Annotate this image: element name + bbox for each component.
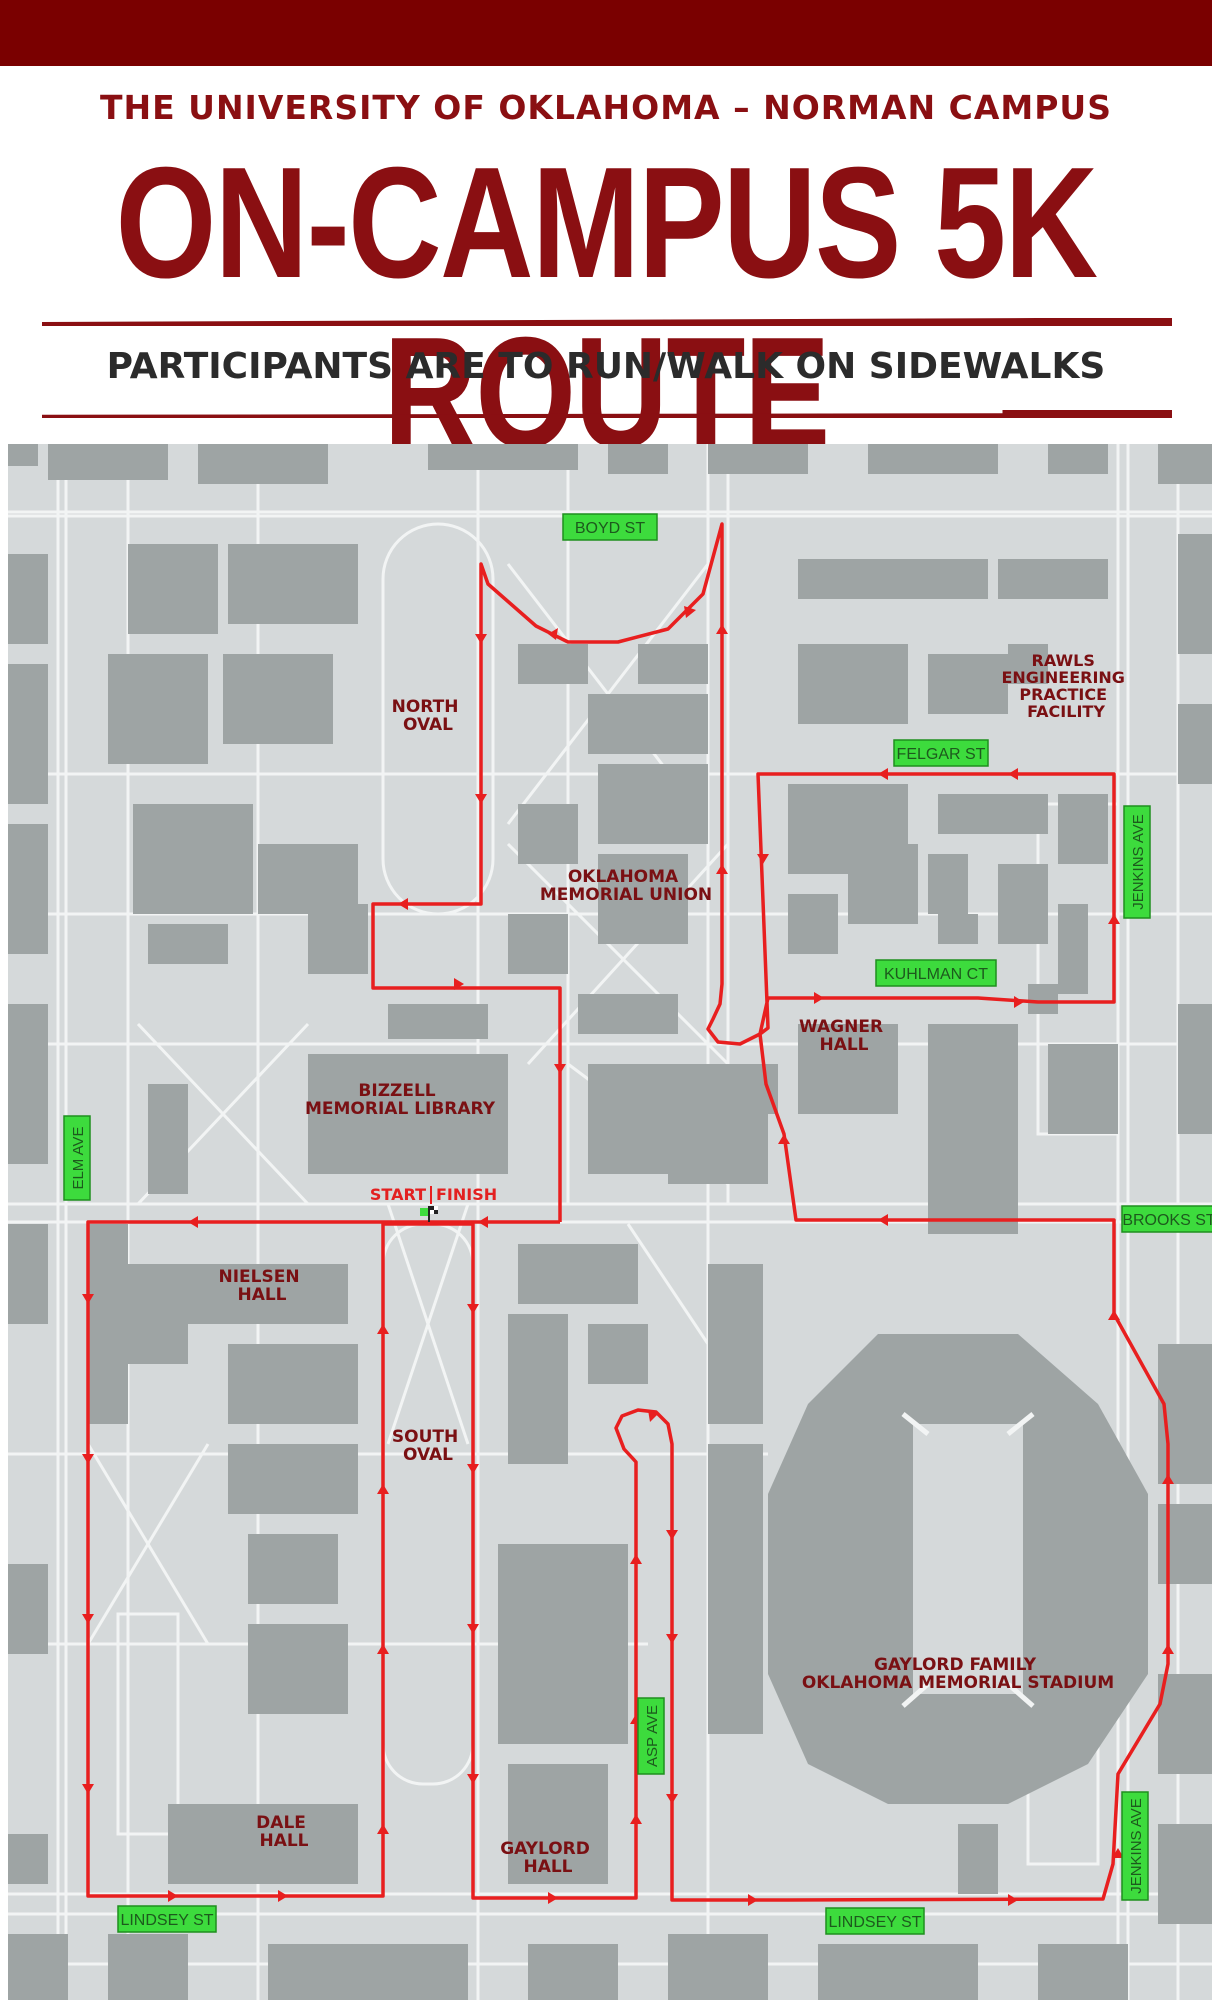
- route-5k: [82, 522, 1174, 1906]
- south-oval-label: SOUTH OVAL: [392, 1427, 464, 1465]
- brooks-st-sign: BROOKS ST: [1121, 1205, 1212, 1233]
- svg-text:JENKINS AVE: JENKINS AVE: [1130, 814, 1147, 910]
- svg-text:ELM AVE: ELM AVE: [70, 1126, 87, 1189]
- svg-text:BROOKS ST: BROOKS ST: [1122, 1212, 1212, 1229]
- route-arrows: [82, 606, 1174, 1906]
- wagner-label: WAGNER HALL: [799, 1017, 889, 1055]
- stadium-label: GAYLORD FAMILY OKLAHOMA MEMORIAL STADIUM: [802, 1655, 1114, 1693]
- union-label: OKLAHOMA MEMORIAL UNION: [540, 867, 712, 905]
- campus-map: NORTH OVAL RAWLS ENGINEERING PRACTICE FA…: [8, 444, 1212, 2000]
- stadium-field: [901, 1412, 1035, 1708]
- sidewalk-notice: PARTICIPANTS ARE TO RUN/WALK ON SIDEWALK…: [106, 346, 1106, 387]
- divider-bottom: [42, 410, 1172, 418]
- start-finish-marker: START FINISH: [370, 1185, 497, 1222]
- svg-text:KUHLMAN CT: KUHLMAN CT: [884, 966, 988, 983]
- route-line: [86, 522, 1170, 1902]
- bizzell-label: BIZZELL MEMORIAL LIBRARY: [305, 1081, 496, 1119]
- buildings: [8, 444, 1212, 2000]
- svg-text:FELGAR ST: FELGAR ST: [897, 746, 986, 763]
- svg-text:LINDSEY ST: LINDSEY ST: [120, 1912, 213, 1929]
- page-title: ON-CAMPUS 5K ROUTE: [115, 135, 1099, 481]
- dale-label: DALE HALL: [256, 1813, 312, 1851]
- boyd-st-sign: BOYD ST: [562, 513, 658, 541]
- divider-top: [42, 318, 1172, 326]
- north-oval-label: NORTH OVAL: [392, 697, 465, 735]
- svg-text:JENKINS AVE: JENKINS AVE: [1128, 1798, 1145, 1894]
- finish-label: FINISH: [436, 1185, 497, 1204]
- lindsey-st-west-sign: LINDSEY ST: [117, 1905, 217, 1933]
- svg-text:BOYD ST: BOYD ST: [575, 520, 645, 537]
- street-signs: BOYD ST FELGAR ST JENKINS AVE KUHLMAN CT…: [63, 513, 1212, 1935]
- svg-text:LINDSEY ST: LINDSEY ST: [828, 1914, 921, 1931]
- elm-ave-sign: ELM AVE: [63, 1115, 91, 1201]
- kuhlman-ct-sign: KUHLMAN CT: [875, 959, 997, 987]
- nielsen-label: NIELSEN HALL: [218, 1267, 305, 1305]
- campus-subtitle: THE UNIVERSITY OF OKLAHOMA – NORMAN CAMP…: [99, 88, 1112, 127]
- landmark-labels: NORTH OVAL RAWLS ENGINEERING PRACTICE FA…: [218, 651, 1130, 1877]
- rawls-label: RAWLS ENGINEERING PRACTICE FACILITY: [1001, 651, 1130, 721]
- top-banner: [0, 0, 1212, 66]
- felgar-st-sign: FELGAR ST: [893, 739, 989, 767]
- jenkins-ave-north-sign: JENKINS AVE: [1123, 805, 1151, 919]
- start-label: START: [370, 1185, 426, 1204]
- gaylord-label: GAYLORD HALL: [500, 1839, 596, 1877]
- asp-ave-sign: ASP AVE: [637, 1697, 665, 1775]
- svg-text:ASP AVE: ASP AVE: [644, 1705, 661, 1767]
- lindsey-st-east-sign: LINDSEY ST: [825, 1907, 925, 1935]
- checkered-flag-icon: [420, 1206, 438, 1222]
- jenkins-ave-south-sign: JENKINS AVE: [1121, 1791, 1149, 1901]
